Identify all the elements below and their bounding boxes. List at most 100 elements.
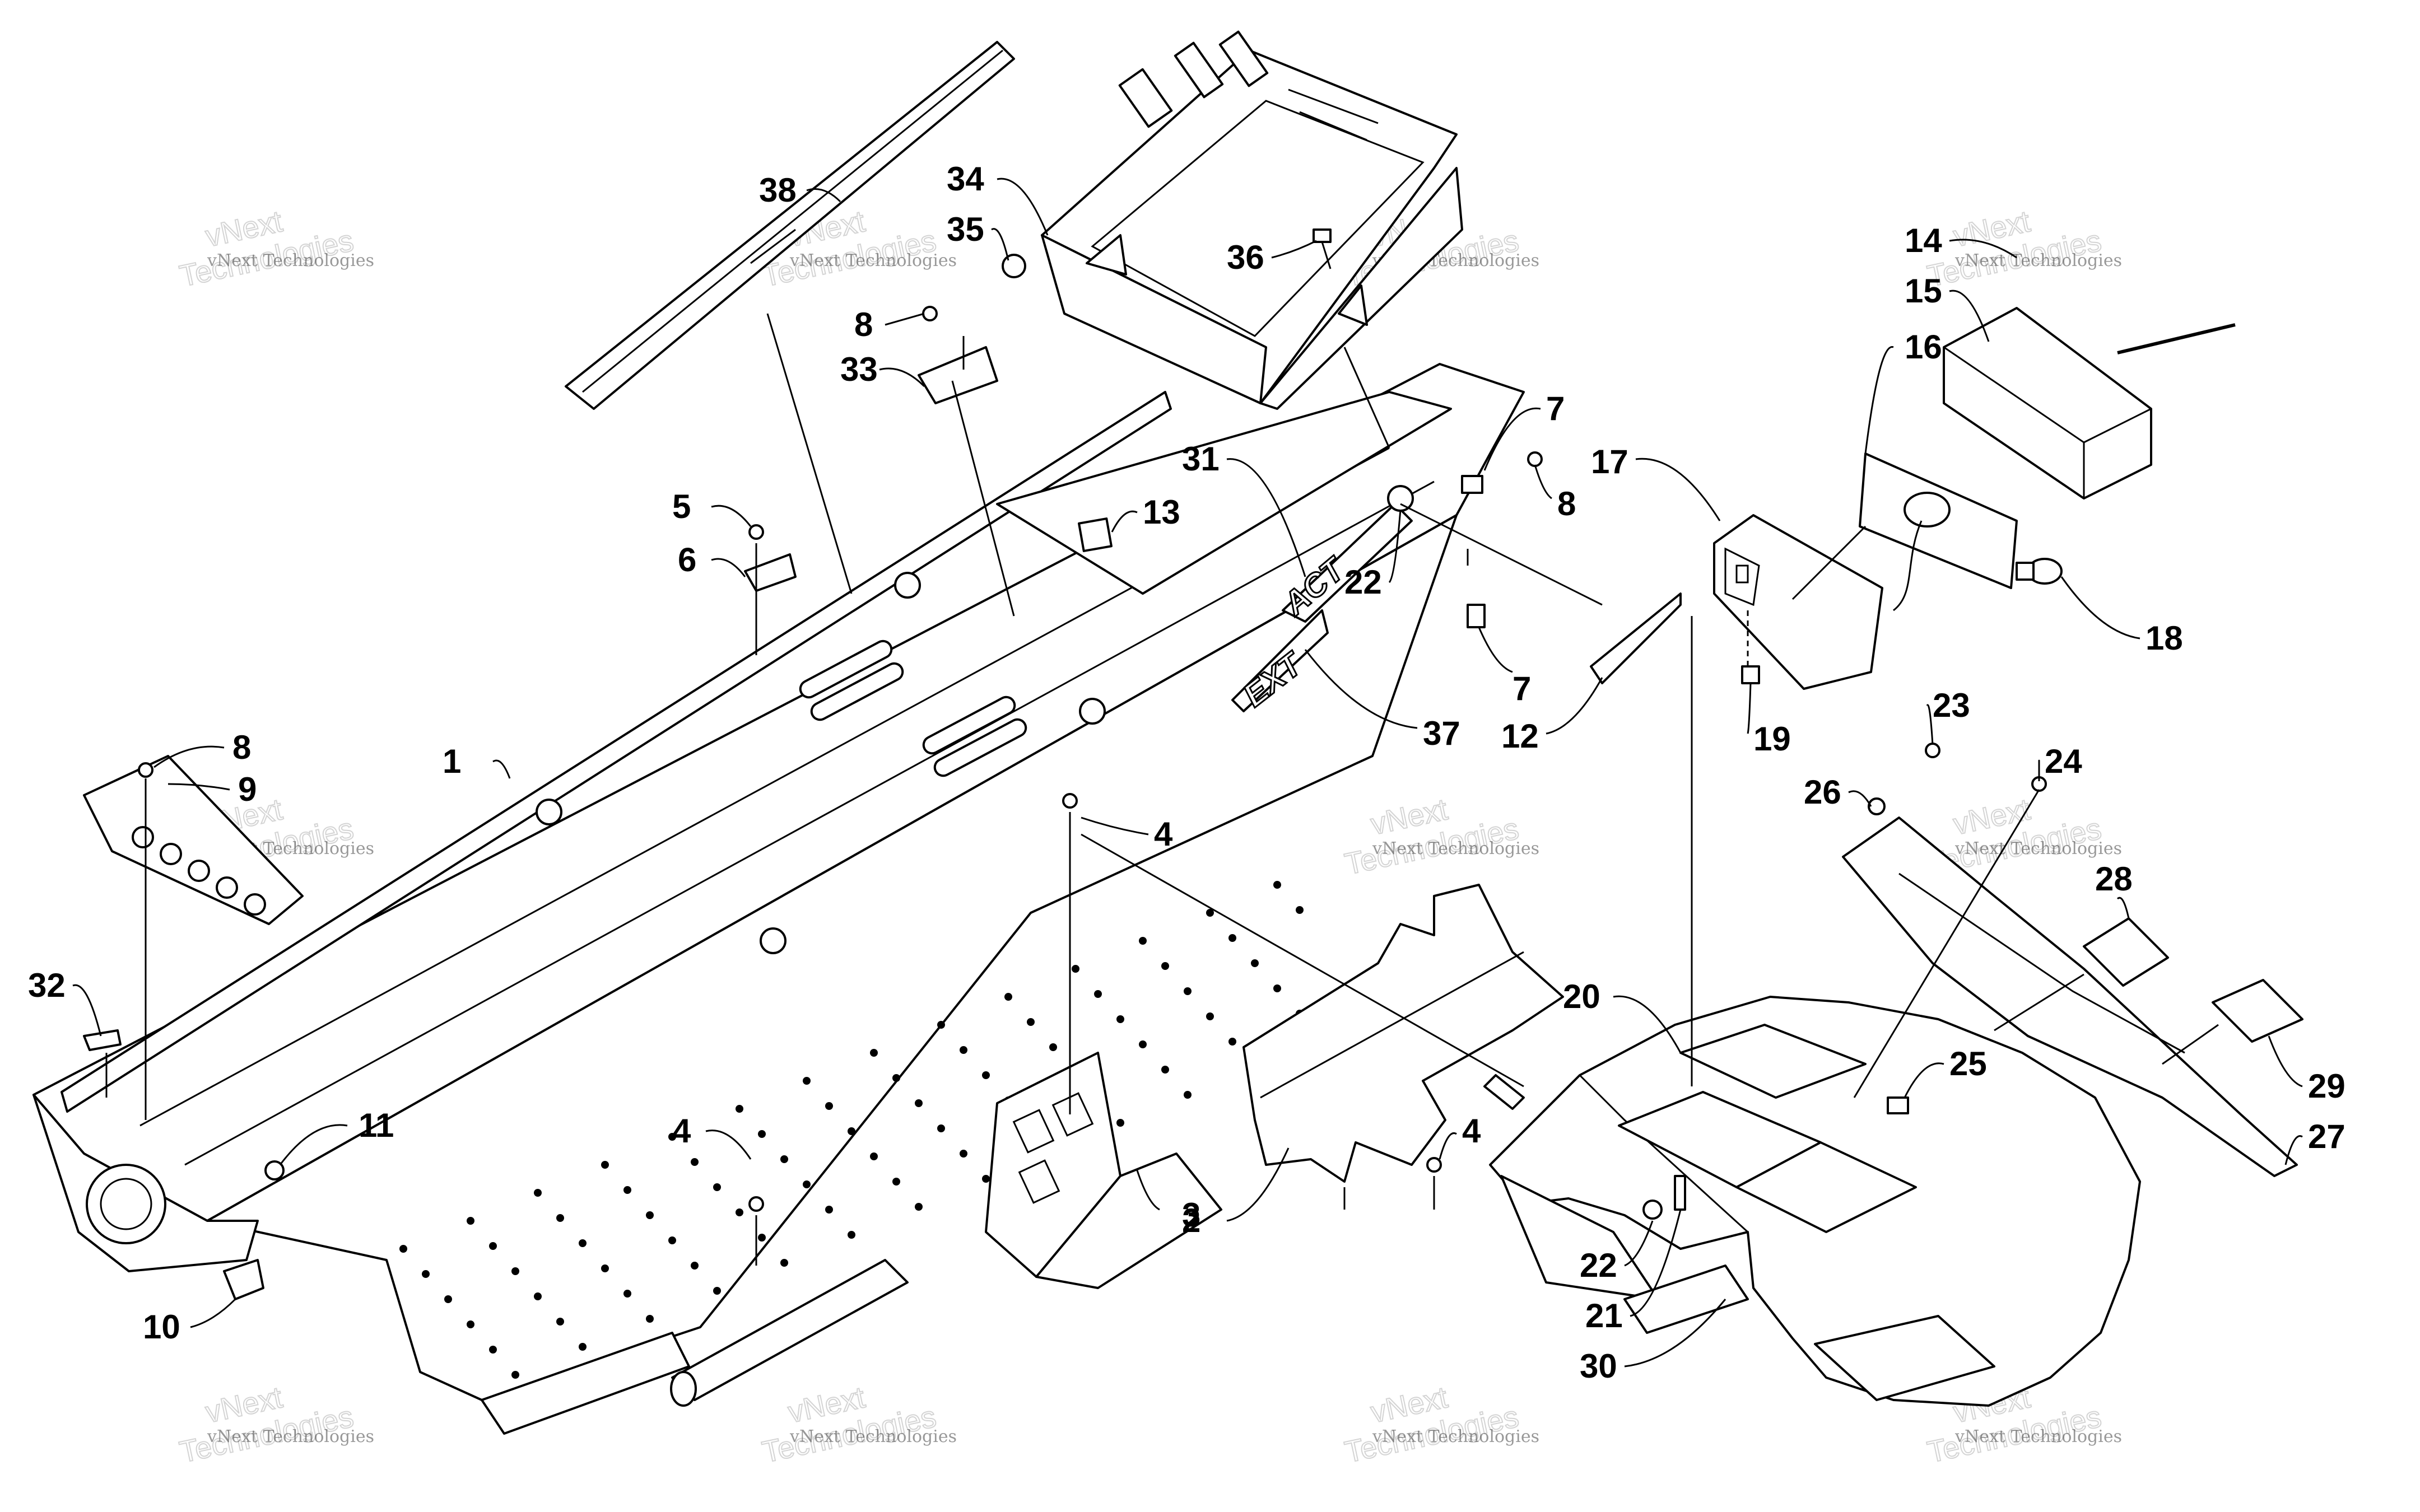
callout-leader-line	[1904, 1062, 1944, 1098]
part-36-bolt	[1313, 228, 1332, 269]
rivet-dot	[982, 1071, 990, 1079]
part-33-bracket	[918, 336, 998, 404]
callout-label: 21	[1585, 1297, 1623, 1334]
callout-c7a: 7	[1483, 390, 1565, 471]
assembly-lines	[105, 313, 2219, 1266]
callout-label: 5	[672, 488, 691, 525]
part-19-nut	[1741, 665, 1760, 684]
rivet-dot	[691, 1262, 699, 1270]
part-31-decal: ACT	[1275, 503, 1413, 624]
rivet-dot	[1139, 937, 1147, 945]
part-25-clip	[1887, 1096, 1909, 1114]
callout-c16: 16	[1864, 328, 1942, 454]
rivet-dot	[960, 1150, 967, 1158]
callout-label: 32	[28, 967, 66, 1004]
rivet-dot	[1161, 962, 1169, 970]
callout-leader-line	[885, 312, 925, 326]
callout-label: 24	[2045, 743, 2082, 780]
callout-leader-line	[2268, 1035, 2303, 1088]
callout-label: 15	[1905, 272, 1942, 310]
callout-c11: 11	[279, 1107, 394, 1165]
callout-label: 12	[1501, 717, 1539, 755]
callout-c34: 34	[947, 160, 1049, 236]
watermark-text: vNext Technologies	[1954, 1427, 2122, 1446]
callout-label: 26	[1804, 773, 1841, 811]
part-16-lens-plate	[1859, 452, 2018, 612]
callout-c31: 31	[1182, 440, 1306, 577]
part-22-nut-lower	[1642, 1200, 1663, 1220]
rivet-dot	[825, 1102, 833, 1110]
part-5-rivet	[748, 524, 764, 540]
callout-label: 34	[947, 160, 984, 198]
callout-leader-line	[997, 178, 1049, 236]
callout-leader-line	[1271, 240, 1317, 259]
callout-c22a: 22	[1344, 509, 1402, 601]
callout-label: 27	[2308, 1118, 2345, 1155]
callout-leader-line	[1949, 290, 1990, 342]
rivet-dot	[691, 1158, 699, 1166]
callout-label: 9	[238, 771, 257, 808]
part-30-strip	[1623, 1264, 1749, 1334]
rivet-dot	[534, 1292, 542, 1300]
rivet-dot	[1072, 965, 1079, 973]
rivet-dot	[1228, 1038, 1236, 1046]
rivet-dot	[758, 1130, 766, 1138]
part-17-taillight-housing	[1713, 514, 1883, 690]
watermark-text: vNext Technologies	[1954, 839, 2122, 858]
rivet-dot	[1027, 1018, 1035, 1026]
rivet-dot	[646, 1315, 654, 1323]
callout-leader-line	[1747, 683, 1752, 734]
callout-label: 23	[1933, 687, 1970, 724]
rivet-dot	[870, 1152, 878, 1160]
callout-leader-line	[153, 745, 225, 768]
callout-leader-line	[1546, 677, 1603, 735]
callout-c23: 23	[1926, 687, 1970, 745]
part-8-rivet-right	[1527, 451, 1543, 467]
watermark-text: vNext Technologies	[207, 1427, 374, 1446]
callout-label: 10	[143, 1308, 180, 1346]
rivet-dot	[623, 1290, 631, 1298]
callout-label: 8	[854, 306, 873, 343]
callout-leader-line	[72, 984, 102, 1037]
part-15-lens	[1943, 307, 2152, 500]
watermark-text: vNext Technologies	[1372, 1427, 1539, 1446]
callout-label: 19	[1753, 720, 1791, 758]
rivet-dot	[780, 1259, 788, 1267]
rivet-dot	[1184, 987, 1192, 995]
rivet-dot	[736, 1105, 743, 1113]
callout-label: 7	[1513, 670, 1531, 707]
part-34-rear-rack	[1041, 30, 1463, 410]
callout-c25: 25	[1904, 1045, 1987, 1098]
part-22-nut-upper	[1387, 485, 1414, 512]
part-20-rear-bumper	[1489, 996, 2141, 1407]
rivet-dot	[1251, 959, 1259, 967]
rivet-dot	[1161, 1066, 1169, 1074]
callout-leader-line	[711, 558, 746, 577]
part-27-snow-flap	[1842, 816, 2298, 1177]
callout-c38: 38	[759, 171, 841, 209]
callout-leader-line	[1111, 510, 1138, 533]
part-7-bolt-lower	[1467, 604, 1486, 628]
callout-c6: 6	[678, 541, 746, 578]
rivet-dot	[1228, 934, 1236, 942]
part-38-seat-strap	[565, 41, 1015, 410]
callout-c4c: 4	[1439, 1112, 1481, 1160]
callout-c17: 17	[1591, 443, 1721, 521]
rivet-dot	[915, 1203, 923, 1211]
rivet-dot	[713, 1287, 721, 1295]
part-8-rivet-top	[922, 306, 938, 321]
callout-c10: 10	[143, 1298, 236, 1346]
callout-c15: 15	[1905, 272, 1990, 342]
callout-c26: 26	[1804, 773, 1872, 811]
part-26-washer	[1868, 797, 1886, 815]
rivet-dot	[556, 1318, 564, 1326]
callout-c3: 3	[1136, 1170, 1200, 1234]
callout-leader-line	[1624, 1299, 1726, 1368]
callout-leader-line	[190, 1298, 236, 1328]
callout-leader-line	[2116, 897, 2130, 919]
callout-c9: 9	[167, 771, 257, 808]
